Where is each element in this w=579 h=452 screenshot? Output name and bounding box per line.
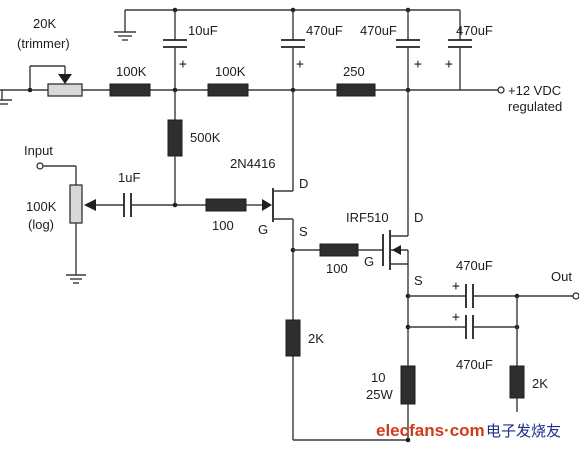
supply-voltage-label: +12 VDC [508, 83, 561, 98]
r-100k-b-label: 100K [215, 64, 246, 79]
capacitor-470uf-out1: + [408, 279, 575, 308]
mosfet-label: IRF510 [346, 210, 389, 225]
bottom-ground-line [293, 437, 411, 443]
plus-sign: + [452, 310, 460, 325]
c-470uf-b-label: 470uF [360, 23, 397, 38]
plus-sign: + [414, 57, 422, 72]
resistor-500k [167, 90, 183, 205]
output-label: Out [551, 269, 572, 284]
plus-sign: + [296, 57, 304, 72]
resistor-100k-b [207, 83, 249, 97]
trimmer-note-label: (trimmer) [17, 36, 70, 51]
resistor-250 [336, 83, 376, 97]
r-100k-a-label: 100K [116, 64, 147, 79]
jfet-label: 2N4416 [230, 156, 276, 171]
trimmer-20k [27, 65, 83, 97]
pot-taper-label: (log) [28, 217, 54, 232]
resistor-100-gate2 [319, 243, 359, 257]
resistor-2k-jfet [285, 319, 301, 357]
plus-sign: + [179, 57, 187, 72]
mosfet-g-label: G [364, 254, 374, 269]
c-470uf-out2-label: 470uF [456, 357, 493, 372]
c-1uf-label: 1uF [118, 170, 140, 185]
mosfet-irf510 [382, 90, 411, 366]
capacitor-470uf-c: + [445, 10, 472, 90]
r-2k-out-label: 2K [532, 376, 548, 391]
jfet-2n4416 [262, 90, 296, 440]
resistor-100-gate1 [205, 198, 247, 212]
c-10uf-label: 10uF [188, 23, 218, 38]
r-100-gate1-label: 100 [212, 218, 234, 233]
jfet-d-label: D [299, 176, 308, 191]
plus-sign: + [452, 279, 460, 294]
watermark-site: elecfans·com [376, 421, 485, 440]
jfet-g-label: G [258, 222, 268, 237]
supply-terminal [497, 86, 505, 94]
left-ground-symbol [0, 90, 12, 105]
trimmer-value-label: 20K [33, 16, 56, 31]
output-terminal [572, 292, 579, 300]
r-250-label: 250 [343, 64, 365, 79]
mosfet-s-label: S [414, 273, 423, 288]
jfet-s-label: S [299, 224, 308, 239]
resistor-2k-out [509, 296, 525, 412]
capacitor-10uf: + [163, 10, 187, 90]
capacitor-470uf-a: + [281, 10, 305, 90]
r-2k-jfet-label: 2K [308, 331, 324, 346]
capacitor-470uf-b: + [396, 10, 422, 90]
watermark-chinese: 电子发烧友 [486, 422, 561, 440]
c-470uf-out1-label: 470uF [456, 258, 493, 273]
c-470uf-a-label: 470uF [306, 23, 343, 38]
mosfet-d-label: D [414, 210, 423, 225]
r-10-power-label: 25W [366, 387, 393, 402]
pot-value-label: 100K [26, 199, 57, 214]
r-100-gate2-label: 100 [326, 261, 348, 276]
supply-note-label: regulated [508, 99, 562, 114]
c-470uf-c-label: 470uF [456, 23, 493, 38]
input-label: Input [24, 143, 53, 158]
resistor-100k-a [109, 83, 151, 97]
capacitor-470uf-out2: + [408, 310, 517, 339]
r-10-value-label: 10 [371, 370, 385, 385]
plus-sign: + [445, 57, 453, 72]
r-500k-label: 500K [190, 130, 221, 145]
resistor-10-25w [400, 365, 416, 405]
input-network [36, 162, 206, 284]
